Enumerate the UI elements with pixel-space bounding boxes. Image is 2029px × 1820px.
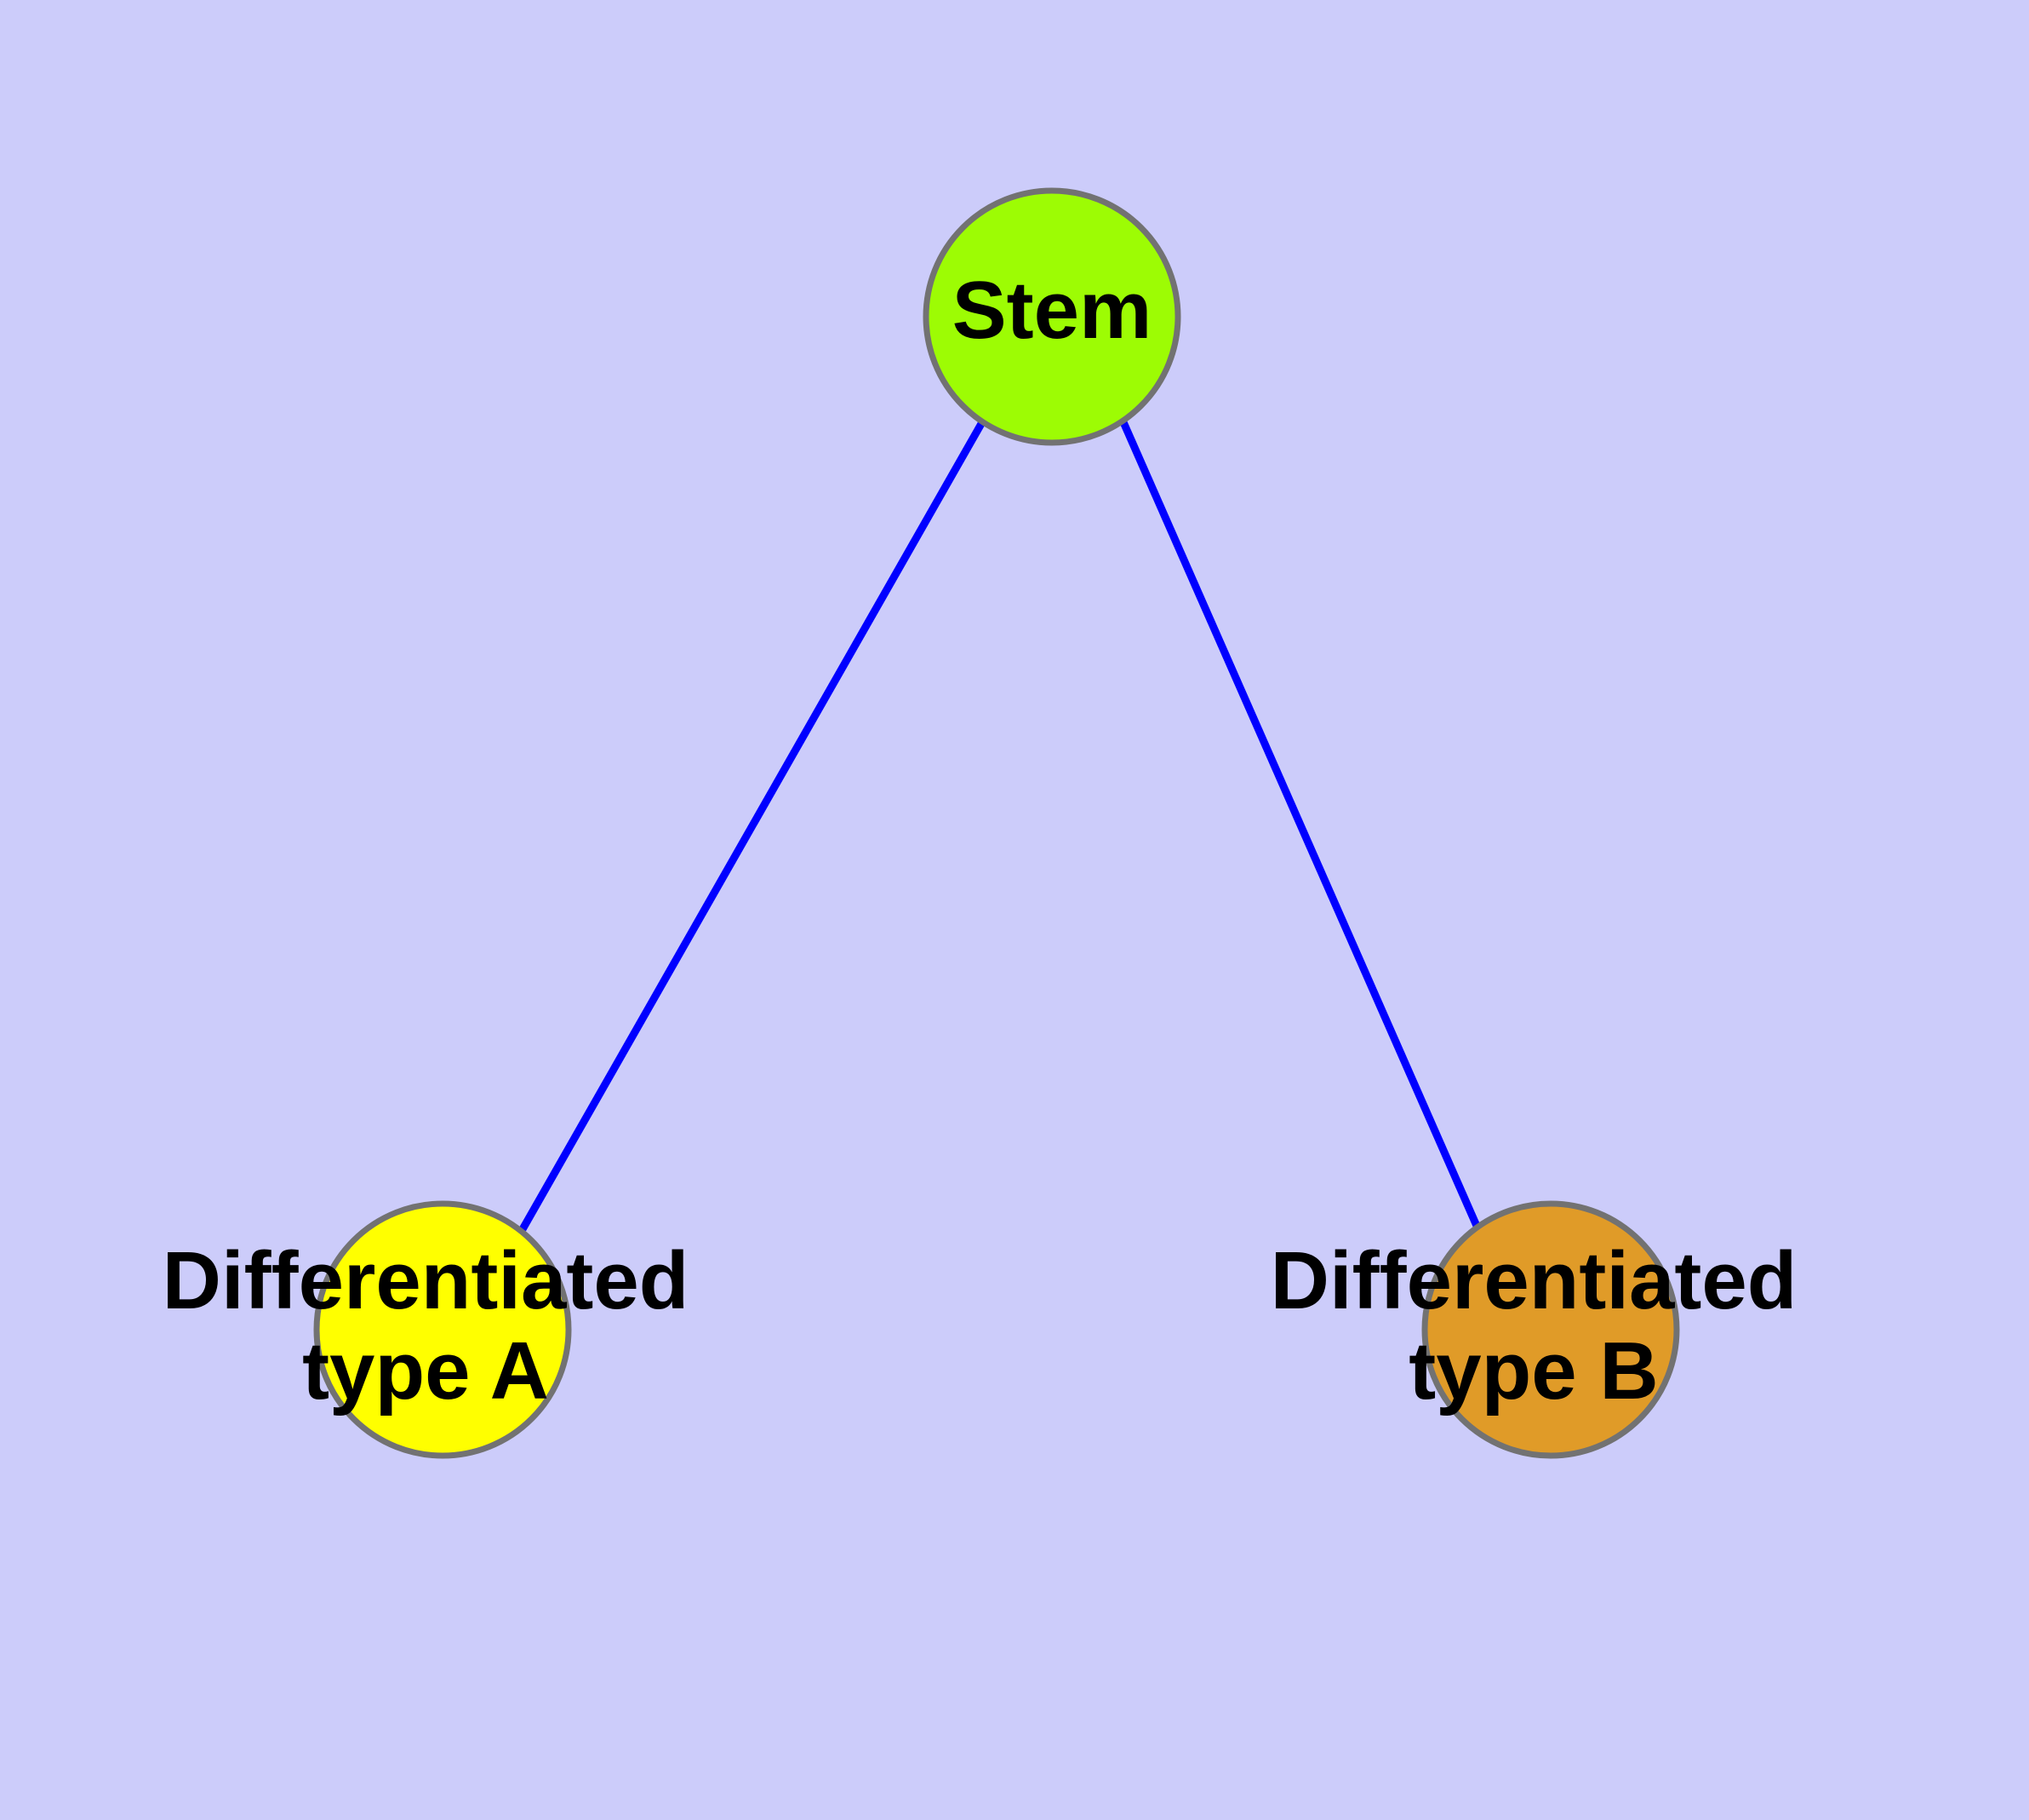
graph-node-label-stem: Stem — [952, 265, 1152, 356]
graph-node-label-line: type B — [1409, 1325, 1658, 1417]
graph-edge-stem-to-diff-b — [1119, 421, 1481, 1228]
graph-node-diff-a[interactable] — [313, 1200, 572, 1459]
edges-layer — [519, 420, 1481, 1232]
graph-node-label-line: type A — [302, 1325, 549, 1417]
graph-node-diff-b[interactable] — [1421, 1200, 1680, 1459]
graph-node-stem[interactable] — [923, 187, 1181, 446]
nodes-layer — [313, 187, 1680, 1459]
graph-node-label-line: Differentiated — [1271, 1235, 1798, 1326]
graph-node-label-line: Stem — [952, 265, 1152, 356]
graph-edge-stem-to-diff-a — [519, 420, 986, 1232]
graph-node-label-line: Differentiated — [163, 1235, 689, 1326]
